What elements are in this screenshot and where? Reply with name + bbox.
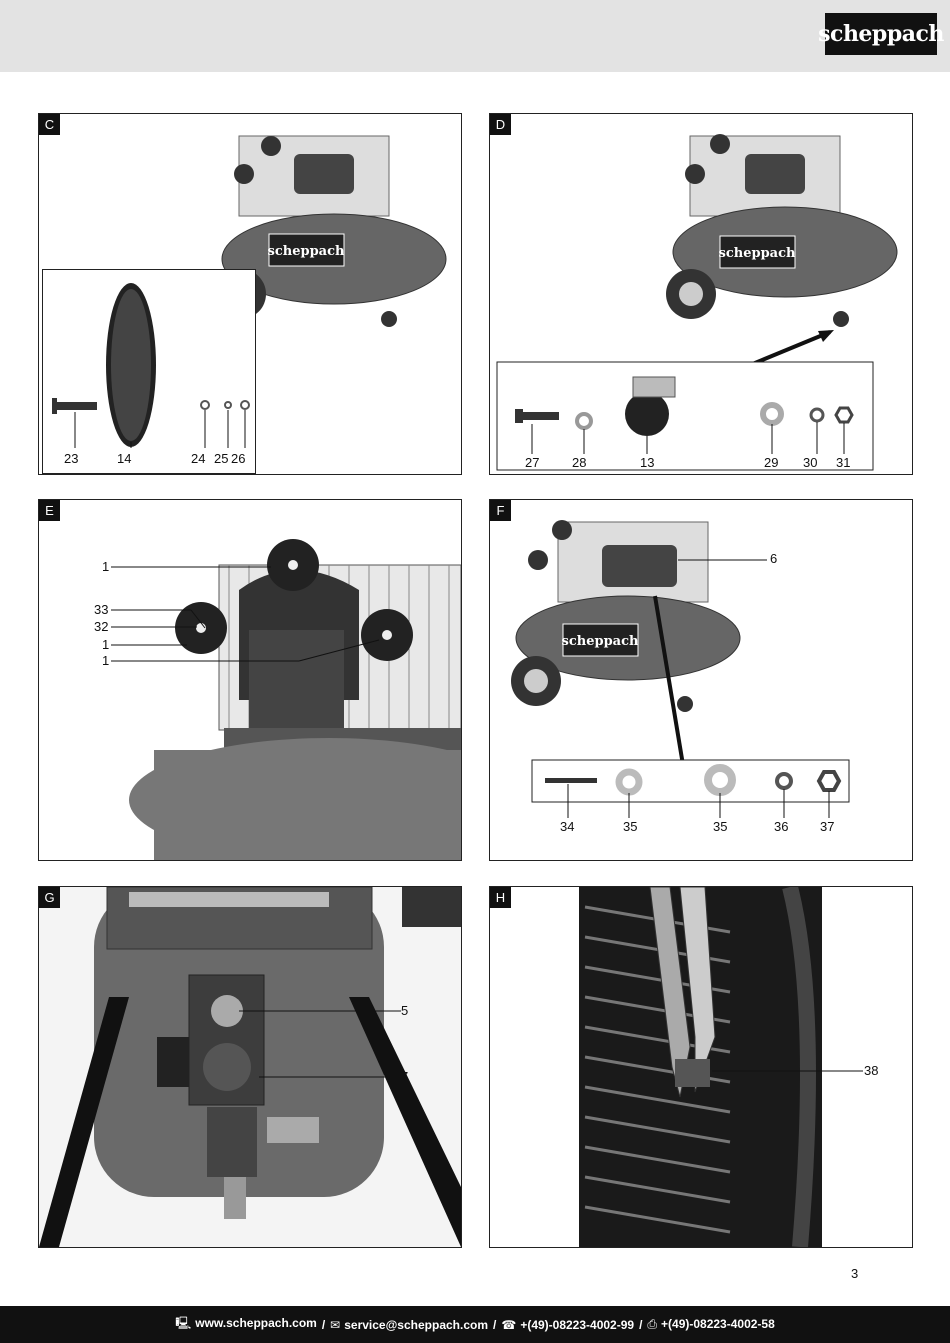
- fax-icon: ⎙: [647, 1317, 658, 1331]
- separator: /: [493, 1317, 497, 1332]
- part-label: 29: [764, 455, 779, 470]
- part-label: 37: [820, 819, 835, 834]
- part-label: 13: [640, 455, 655, 470]
- part-label: 36: [774, 819, 789, 834]
- part-label: 1: [102, 559, 110, 574]
- pressure-switch-photo: [39, 887, 461, 1247]
- figure-panel-d: D scheppach 27 28 13 29 30 31: [489, 113, 913, 475]
- phone-contact[interactable]: ☎+(49)-08223-4002-99: [501, 1318, 634, 1332]
- compressor-illustration: scheppach: [511, 520, 850, 818]
- figure-panel-e: E 1 33 32 1 1: [38, 499, 462, 861]
- part-label: 35: [713, 819, 728, 834]
- fax-contact[interactable]: ⎙+(49)-08223-4002-58: [647, 1317, 774, 1332]
- separator: /: [321, 1317, 326, 1332]
- separator: /: [639, 1317, 643, 1332]
- pump-closeup-photo: [111, 539, 461, 860]
- computer-icon: 🖳: [175, 1316, 192, 1330]
- phone-icon: ☎: [501, 1317, 517, 1332]
- brand-logo: scheppach: [818, 13, 944, 55]
- compressor-illustration: scheppach: [496, 134, 898, 471]
- website-text: www.scheppach.com: [195, 1316, 317, 1330]
- pliers-closeup-photo: [579, 887, 863, 1247]
- part-label: 14: [117, 451, 132, 466]
- website-contact[interactable]: 🖳www.scheppach.com: [175, 1314, 317, 1335]
- contact-footer: 🖳www.scheppach.com / ✉service@scheppach.…: [0, 1306, 950, 1343]
- panel-letter: F: [490, 500, 511, 521]
- figure-panel-c: C scheppach 23 14 24 25 26: [38, 113, 462, 475]
- email-contact[interactable]: ✉service@scheppach.com: [330, 1318, 488, 1332]
- email-text: service@scheppach.com: [344, 1317, 489, 1332]
- part-label: 6: [770, 551, 778, 566]
- phone-text: +(49)-08223-4002-99: [520, 1317, 635, 1332]
- part-label: 7: [401, 1069, 409, 1084]
- panel-letter: G: [39, 887, 60, 908]
- part-label: 26: [231, 451, 246, 466]
- header-bar: [0, 0, 950, 72]
- figure-panel-h: H 38: [489, 886, 913, 1248]
- fax-text: +(49)-08223-4002-58: [661, 1317, 775, 1331]
- panel-letter: D: [490, 114, 511, 135]
- part-label: 28: [572, 455, 587, 470]
- panel-letter: E: [39, 500, 60, 521]
- part-label: 27: [525, 455, 540, 470]
- svg-text:scheppach: scheppach: [268, 244, 345, 259]
- parts-inset: [42, 269, 256, 474]
- mail-icon: ✉: [330, 1317, 341, 1332]
- part-label: 1: [102, 637, 110, 652]
- part-label: 31: [836, 455, 851, 470]
- page-number: 3: [851, 1266, 859, 1281]
- part-label: 32: [94, 619, 109, 634]
- svg-text:scheppach: scheppach: [719, 246, 796, 261]
- part-label: 35: [623, 819, 638, 834]
- part-label: 5: [401, 1003, 409, 1018]
- panel-letter: H: [490, 887, 511, 908]
- compressor-illustration: scheppach: [162, 135, 447, 373]
- panel-letter: C: [39, 114, 60, 135]
- svg-text:scheppach: scheppach: [562, 634, 639, 649]
- part-label: 23: [64, 451, 79, 466]
- figure-panel-f: F scheppach 6 34 35 35 36 37: [489, 499, 913, 861]
- part-label: 1: [102, 653, 110, 668]
- part-label: 38: [864, 1063, 879, 1078]
- figure-panel-g: G 5 7: [38, 886, 462, 1248]
- part-label: 24: [191, 451, 206, 466]
- part-label: 30: [803, 455, 818, 470]
- part-label: 25: [214, 451, 229, 466]
- part-label: 33: [94, 602, 109, 617]
- part-label: 34: [560, 819, 575, 834]
